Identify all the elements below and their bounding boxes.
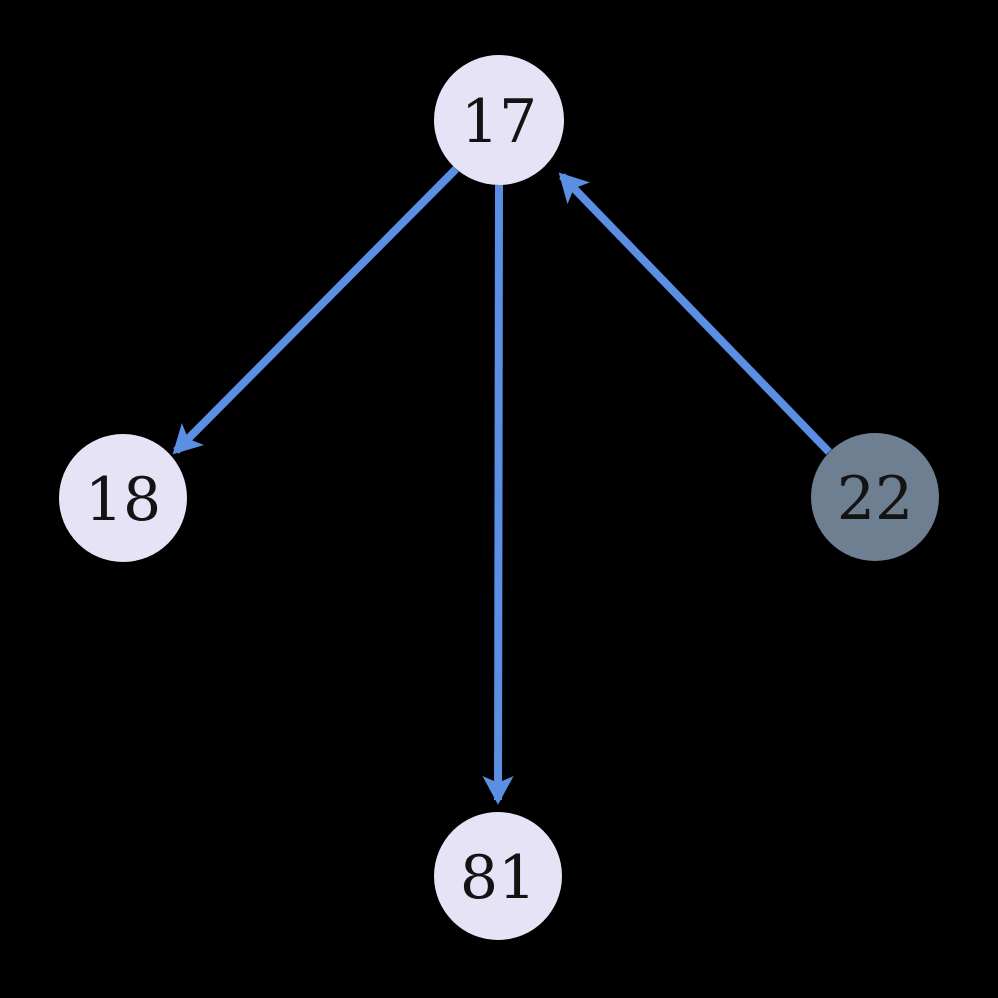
node-17-label: 17: [461, 87, 537, 157]
edge-17-to-18[interactable]: [172, 166, 459, 455]
nodes-layer: 17 18 22 81: [59, 55, 939, 940]
node-81-label: 81: [460, 843, 536, 913]
node-17-circle[interactable]: [434, 55, 564, 185]
edge-22-to-17[interactable]: [558, 172, 832, 455]
node-18-circle[interactable]: [59, 434, 187, 562]
node-17[interactable]: 17: [434, 55, 564, 185]
node-22[interactable]: 22: [811, 433, 939, 561]
edge-17-to-81[interactable]: [482, 184, 514, 805]
node-22-label: 22: [837, 464, 913, 534]
node-22-circle[interactable]: [811, 433, 939, 561]
edges-layer: [172, 166, 832, 805]
node-81[interactable]: 81: [434, 812, 562, 940]
node-18[interactable]: 18: [59, 434, 187, 562]
node-18-label: 18: [85, 465, 161, 535]
node-81-circle[interactable]: [434, 812, 562, 940]
